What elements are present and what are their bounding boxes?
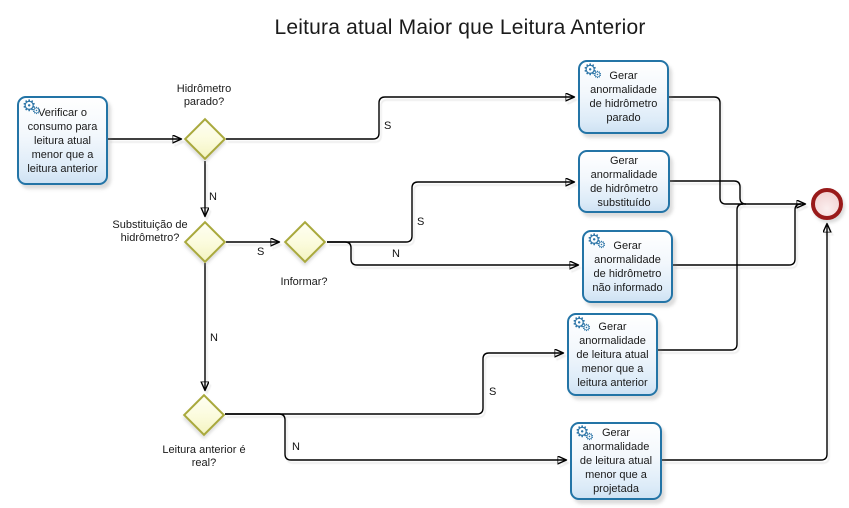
edge-label-d3-yes: S bbox=[417, 216, 425, 228]
task-anormalidade-hidrometro-substituido[interactable]: Gerar anormalidade de hidrômetro substit… bbox=[578, 150, 670, 213]
edge-d3-yes bbox=[327, 182, 574, 243]
edge-label-d3-no: N bbox=[392, 248, 400, 260]
decision-label-informar: Informar? bbox=[280, 276, 328, 288]
edge-label-d1-yes: S bbox=[384, 120, 392, 132]
diagram-title: Leitura atual Maior que Leitura Anterior bbox=[274, 16, 646, 39]
service-gear-icon: ⚙⚙ bbox=[587, 232, 606, 251]
task-anormalidade-hidrometro-parado[interactable]: ⚙⚙ Gerar anormalidade de hidrômetro para… bbox=[578, 60, 669, 134]
edge-label-d2-no: N bbox=[210, 332, 218, 344]
service-gear-icon: ⚙⚙ bbox=[575, 424, 594, 443]
task-anormalidade-hidrometro-nao-informado[interactable]: ⚙⚙ Gerar anormalidade de hidrômetro não … bbox=[582, 230, 673, 303]
edge-d4-yes bbox=[225, 353, 563, 415]
task-label: Gerar anormalidade de hidrômetro parado bbox=[589, 70, 658, 124]
task-anormalidade-leitura-menor-anterior[interactable]: ⚙⚙ Gerar anormalidade de leitura atual m… bbox=[567, 313, 658, 396]
task-verificar-consumo[interactable]: ⚙⚙ Verificar o consumo para leitura atua… bbox=[17, 96, 108, 185]
edge-label-d4-yes: S bbox=[489, 386, 497, 398]
edge-t4-to-end bbox=[658, 203, 744, 351]
edge-label-d1-no: N bbox=[209, 191, 217, 203]
task-label: Gerar anormalidade de leitura atual meno… bbox=[576, 320, 649, 389]
service-gear-icon: ⚙⚙ bbox=[572, 315, 591, 334]
edge-label-d2-yes: S bbox=[257, 246, 265, 258]
service-gear-icon: ⚙⚙ bbox=[583, 62, 602, 81]
edge-d3-no bbox=[327, 241, 578, 265]
task-label: Verificar o consumo para leitura atual m… bbox=[27, 106, 98, 175]
edge-t1-to-end bbox=[669, 96, 805, 204]
service-gear-icon: ⚙⚙ bbox=[22, 98, 41, 117]
decision-label-hidrometro-parado: Hidrômetro parado? bbox=[176, 83, 232, 108]
edge-d1-yes bbox=[226, 97, 574, 140]
end-event-circle[interactable] bbox=[811, 188, 843, 220]
edge-t5-to-end bbox=[662, 224, 827, 461]
decision-label-leitura-anterior: Leitura anterior é real? bbox=[162, 444, 246, 469]
task-label: Gerar anormalidade de hidrômetro não inf… bbox=[592, 239, 663, 294]
task-anormalidade-leitura-menor-projetada[interactable]: ⚙⚙ Gerar anormalidade de leitura atual m… bbox=[570, 422, 662, 500]
edge-t2-to-end bbox=[670, 180, 747, 205]
edge-t3-to-end bbox=[673, 203, 802, 266]
edge-d4-no bbox=[225, 413, 566, 460]
edge-label-d4-no: N bbox=[292, 441, 300, 453]
task-label: Gerar anormalidade de leitura atual meno… bbox=[579, 427, 653, 495]
decision-label-substituicao: Substituição de hidrômetro? bbox=[112, 219, 188, 244]
task-label: Gerar anormalidade de hidrômetro substit… bbox=[590, 154, 658, 209]
